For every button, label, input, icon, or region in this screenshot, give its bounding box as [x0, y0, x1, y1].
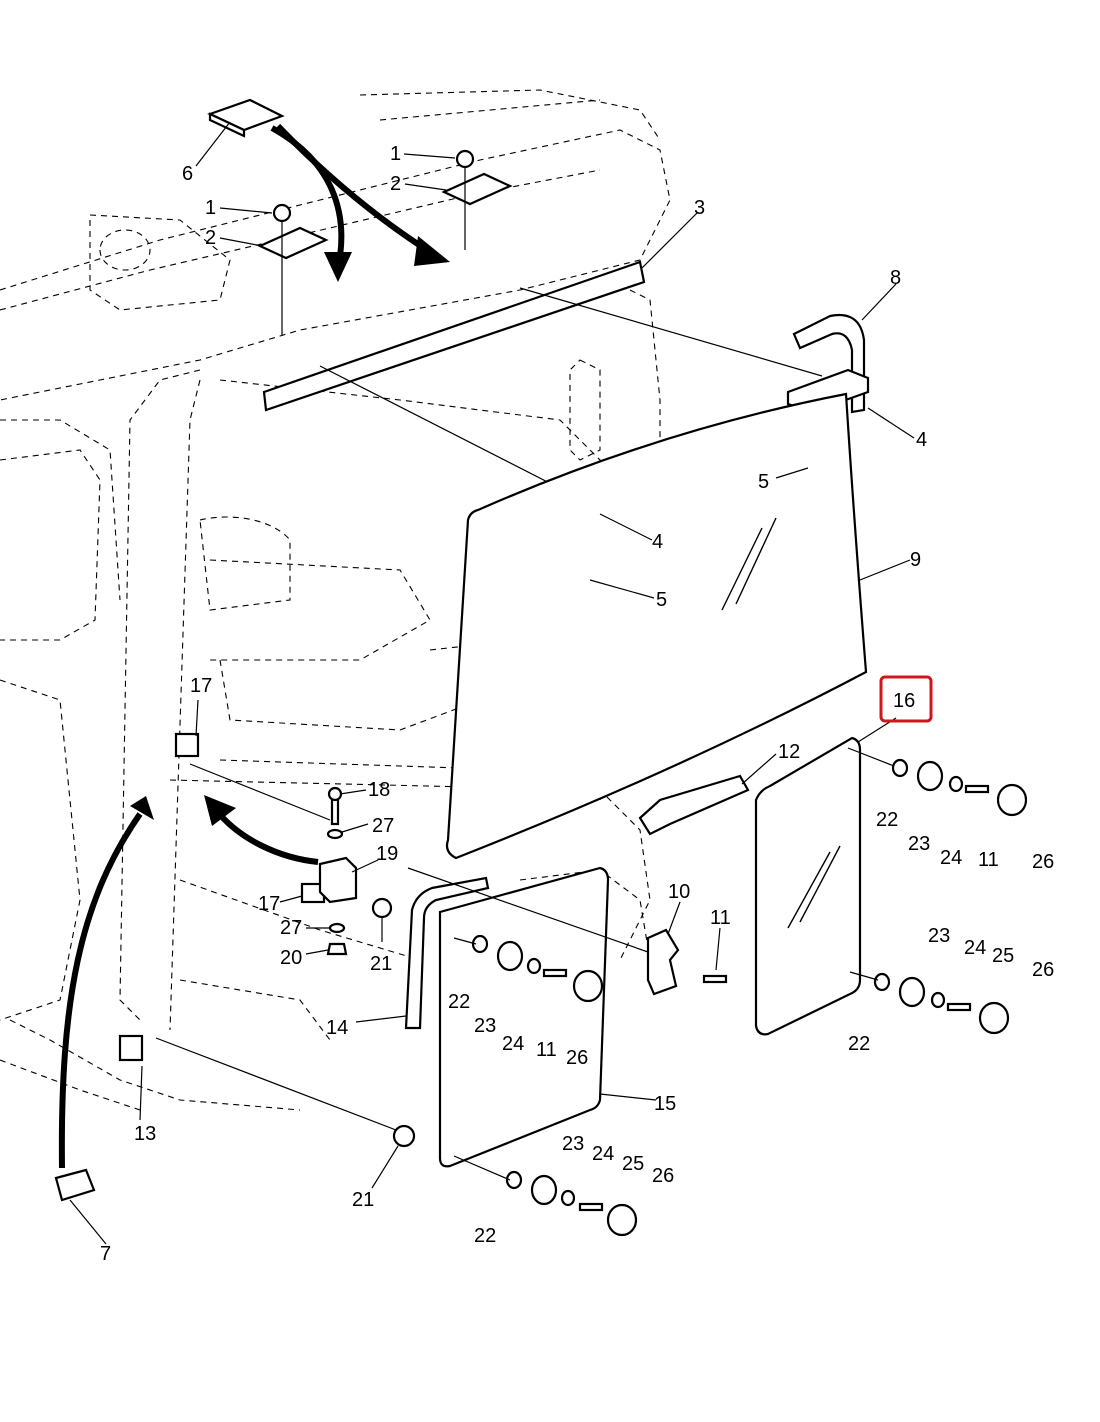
callout-2: 2	[390, 173, 401, 195]
pad-part-7	[54, 1168, 96, 1202]
panel-part-15	[438, 866, 610, 1168]
callout-22: 22	[474, 1225, 496, 1247]
callout-22: 22	[848, 1033, 870, 1055]
callout-26: 26	[652, 1165, 674, 1187]
hardware-set-panel-upper	[471, 934, 728, 1003]
callout-27: 27	[280, 917, 302, 939]
callout-9: 9	[910, 549, 921, 571]
callout-1: 1	[205, 197, 216, 219]
callout-22: 22	[876, 809, 898, 831]
hardware-set-panel-lower	[505, 1170, 638, 1237]
callout-15: 15	[654, 1093, 676, 1115]
callout-23: 23	[928, 925, 950, 947]
fastener-part-21-lower	[392, 1124, 416, 1148]
nut-part-1-right	[455, 149, 475, 169]
assembly-arrows	[58, 123, 450, 1169]
highlight-box	[879, 675, 933, 723]
fastener-part-21-upper	[371, 897, 393, 919]
callout-4: 4	[916, 429, 927, 451]
callout-25: 25	[622, 1153, 644, 1175]
callout-labels: 1 2 1 2 3 4 4 5 5 6 7 8 9 10 11 11 11 12…	[100, 143, 1054, 1265]
washer-part-27-upper	[326, 828, 344, 840]
guide-line	[319, 365, 576, 497]
callout-24: 24	[592, 1143, 614, 1165]
callout-5: 5	[656, 589, 667, 611]
washer-part-27-lower	[328, 922, 346, 934]
hinge-plate-part-17-upper	[174, 732, 200, 758]
latch-part-10	[646, 928, 680, 996]
glass-reflection	[721, 527, 763, 611]
plate-part-13	[118, 1034, 144, 1062]
glass-reflection	[799, 845, 841, 923]
callout-25: 25	[992, 945, 1014, 967]
callout-26: 26	[1032, 959, 1054, 981]
callout-26: 26	[566, 1047, 588, 1069]
callout-11: 11	[710, 907, 731, 929]
seal-part-14	[404, 876, 490, 1030]
callout-24: 24	[964, 937, 986, 959]
callout-27: 27	[372, 815, 394, 837]
handle-part-12	[638, 774, 750, 836]
hardware-set-upper-right	[891, 758, 1028, 817]
strip-part-3	[262, 260, 646, 412]
callout-16: 16	[893, 690, 915, 712]
callout-26: 26	[1032, 851, 1054, 873]
callout-23: 23	[474, 1015, 496, 1037]
plate-part-2-right	[441, 172, 513, 206]
callout-8: 8	[890, 267, 901, 289]
callout-5: 5	[758, 471, 769, 493]
plate-part-2-left	[257, 226, 329, 260]
callout-19: 19	[376, 843, 398, 865]
glass-reflection	[735, 517, 777, 605]
callout-10: 10	[668, 881, 690, 903]
hardware-set-lower-right	[873, 972, 1010, 1035]
callout-1: 1	[390, 143, 401, 165]
callout-22: 22	[448, 991, 470, 1013]
callout-13: 13	[134, 1123, 156, 1145]
nut-part-1-left	[272, 203, 292, 223]
callout-7: 7	[100, 1243, 111, 1265]
callout-17: 17	[258, 893, 280, 915]
callout-4: 4	[652, 531, 663, 553]
callout-23: 23	[562, 1133, 584, 1155]
seal-part-8	[792, 313, 866, 414]
callout-24: 24	[502, 1033, 524, 1055]
callout-14: 14	[326, 1017, 348, 1039]
callout-18: 18	[368, 779, 390, 801]
hinge-part-19	[318, 856, 358, 904]
callout-11: 11	[978, 849, 999, 871]
nut-part-20	[326, 942, 348, 956]
callout-3: 3	[694, 197, 705, 219]
callout-24: 24	[940, 847, 962, 869]
callout-2: 2	[205, 227, 216, 249]
glass-reflection	[787, 851, 831, 929]
callout-12: 12	[778, 741, 800, 763]
guide-line	[519, 287, 823, 377]
callout-23: 23	[908, 833, 930, 855]
bolt-part-18	[330, 796, 340, 826]
callout-6: 6	[182, 163, 193, 185]
callout-20: 20	[280, 947, 302, 969]
rear-glass-part-9	[445, 392, 868, 860]
callout-21: 21	[352, 1189, 374, 1211]
callout-17: 17	[190, 675, 212, 697]
callout-11: 11	[536, 1039, 557, 1061]
bolt-head-part-18	[327, 786, 343, 802]
side-glass-part-16	[754, 736, 862, 1036]
callout-21: 21	[370, 953, 392, 975]
